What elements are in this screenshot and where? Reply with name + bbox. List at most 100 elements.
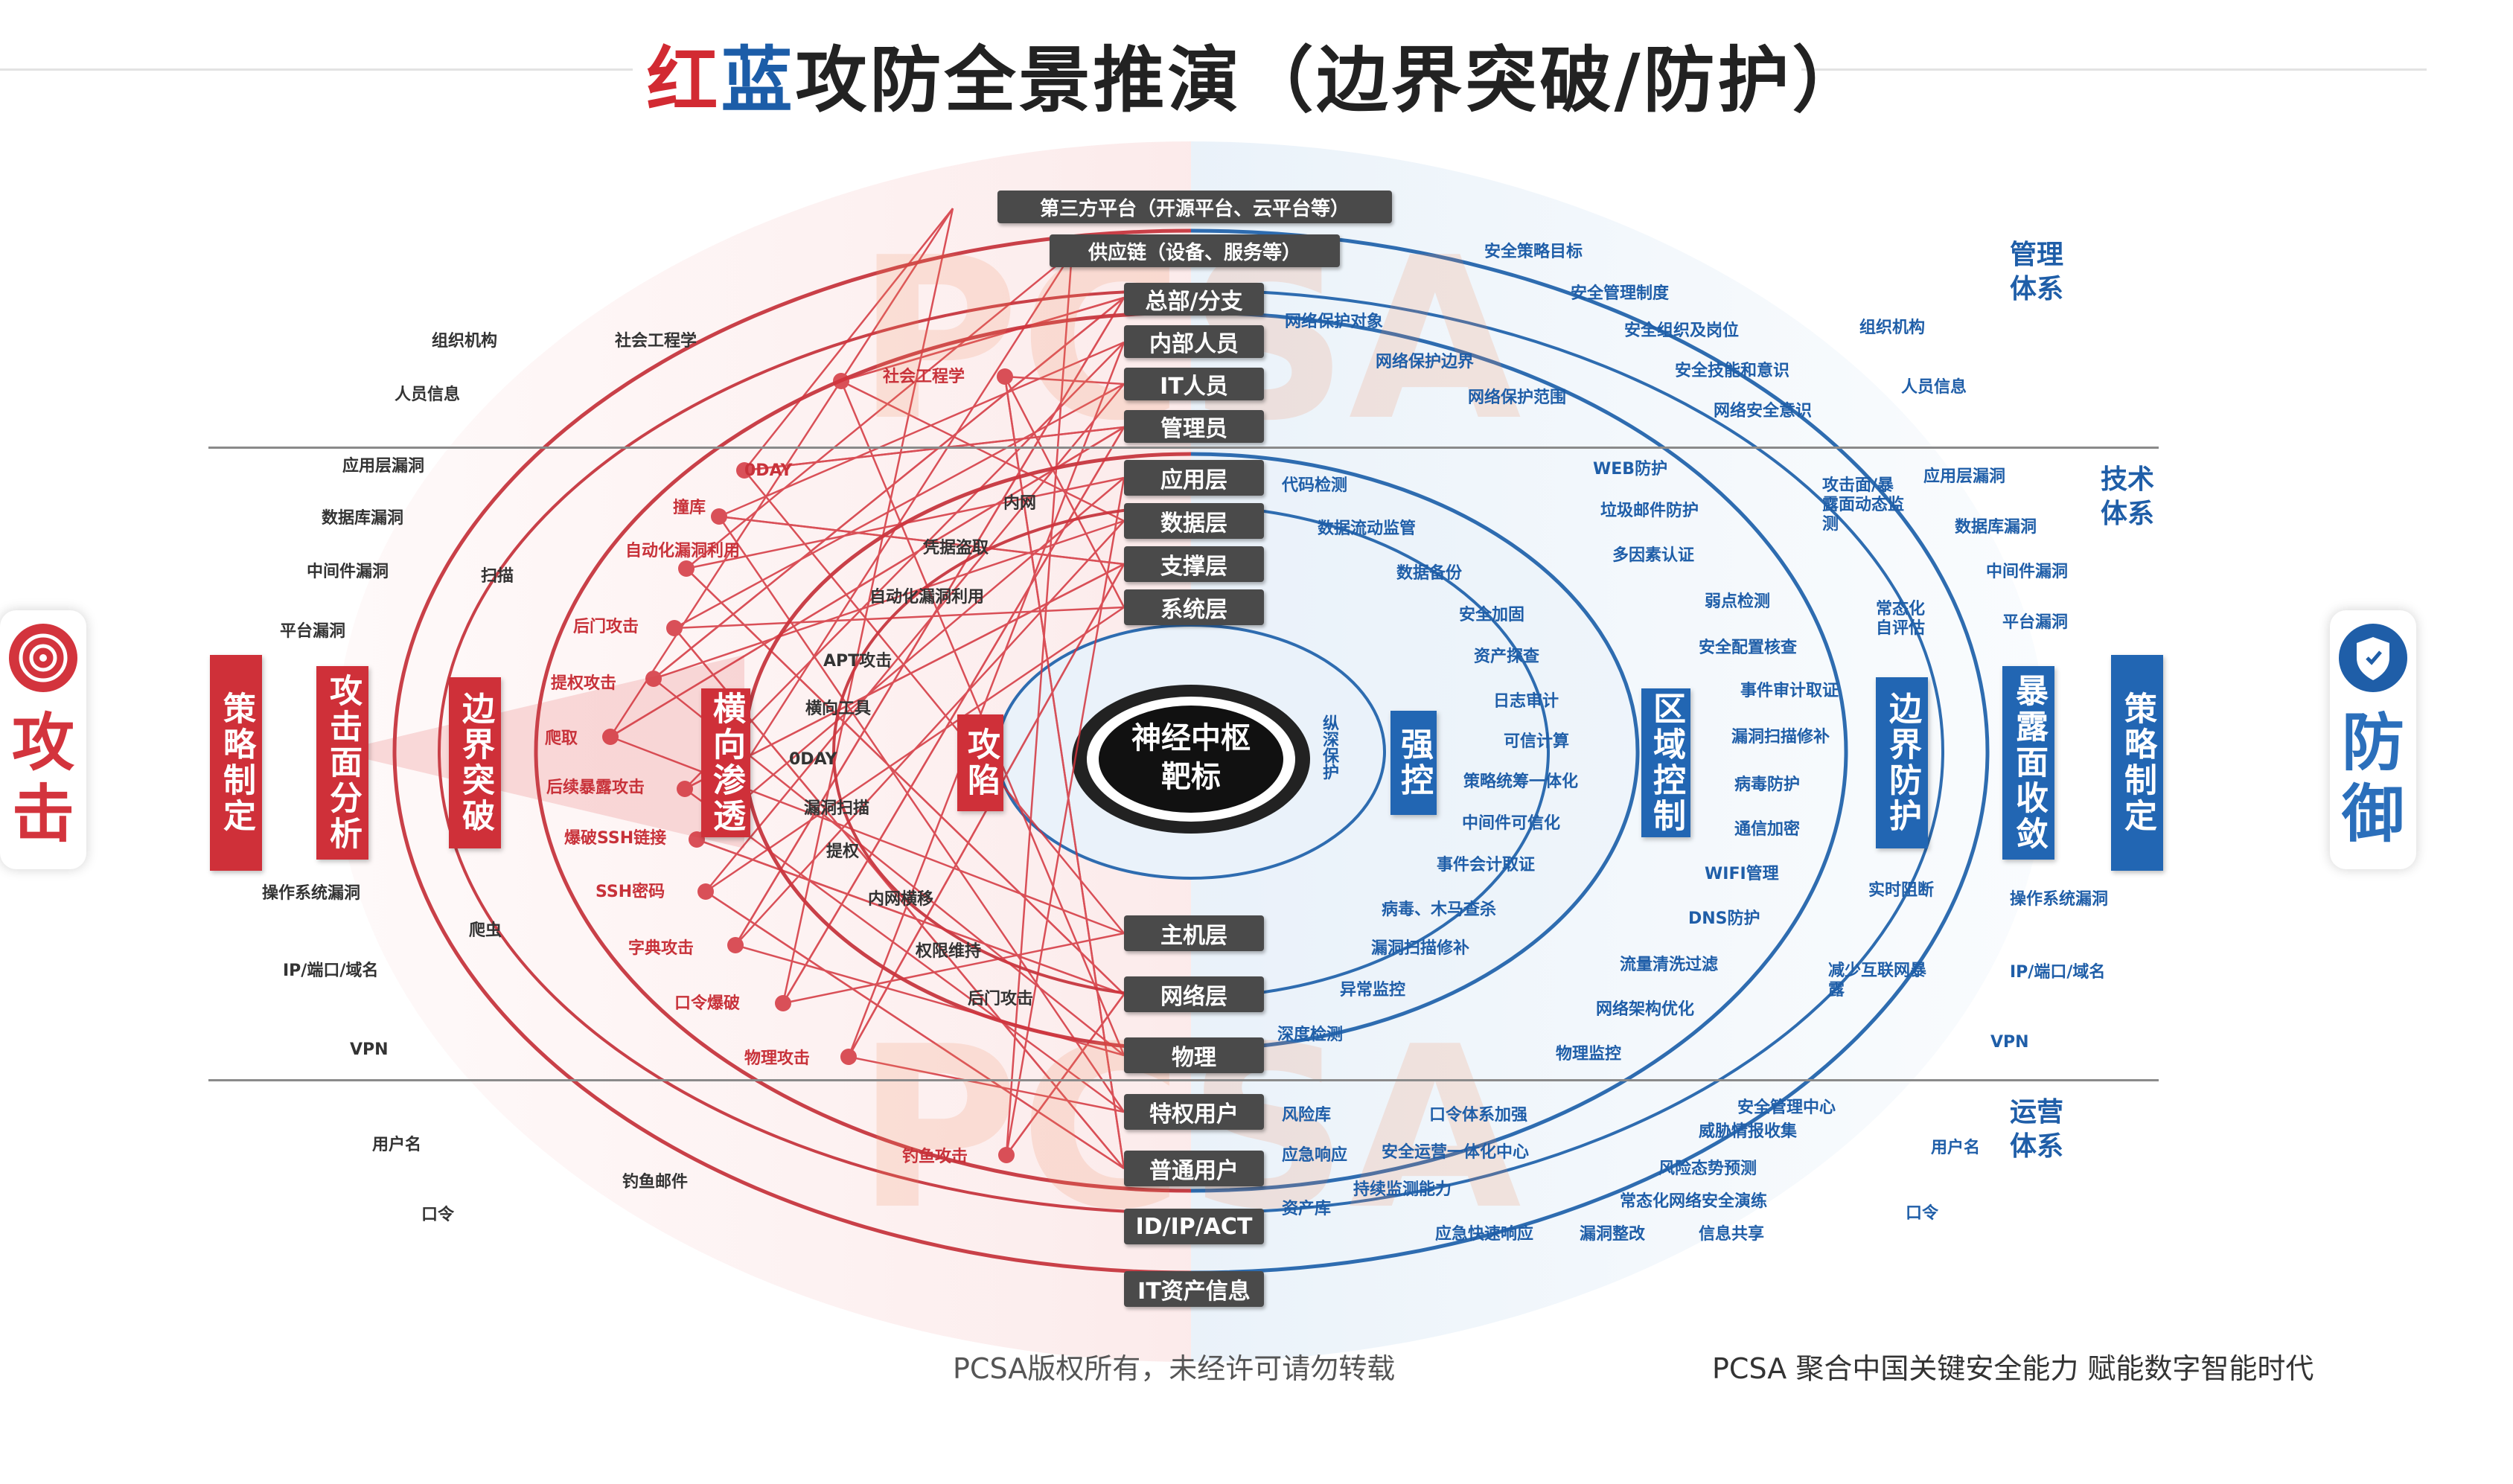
right-tech-4: 资产探查 xyxy=(1474,647,1540,666)
attack-source-dot-7 xyxy=(677,781,693,797)
outer-ring-right xyxy=(1191,228,1990,1275)
layer-privileged: 特权用户 xyxy=(1124,1094,1264,1130)
left-outer-5: 平台漏洞 xyxy=(280,622,346,641)
attack-method-13: 钓鱼攻击 xyxy=(902,1148,968,1166)
ring-4-left xyxy=(832,505,1191,999)
left-mid-0: 社会工程学 xyxy=(615,332,697,351)
bar-strategy-defense: 策略制定 xyxy=(2111,655,2163,871)
separator-top xyxy=(208,447,2159,449)
outer-ring-left xyxy=(392,228,1191,1275)
attack-method-8: 爆破SSH链接 xyxy=(564,829,667,848)
attack-line-27 xyxy=(610,426,1125,738)
right-ops-6: 漏洞整改 xyxy=(1580,1225,1646,1244)
defense-label: 防御 xyxy=(2341,706,2404,851)
inner-method-4: 0DAY xyxy=(789,750,837,769)
attack-lines xyxy=(602,208,1125,1170)
right-tech-1: 数据流动监管 xyxy=(1318,519,1417,538)
attack-method-10: 字典攻击 xyxy=(628,939,694,958)
attack-line-39 xyxy=(705,890,1125,1170)
left-mid-2: 爬虫 xyxy=(469,921,502,940)
attack-line-6 xyxy=(744,208,954,471)
bar-attack-surface: 攻击面分析 xyxy=(316,666,368,860)
ring-2-right xyxy=(1191,310,1848,1193)
attack-line-43 xyxy=(734,297,1125,946)
right-outer-3: 数据库漏洞 xyxy=(1955,518,2037,537)
left-mid-3: 钓鱼邮件 xyxy=(622,1173,689,1192)
right-ops-12: 资产库 xyxy=(1282,1200,1332,1218)
ring-2-left xyxy=(534,310,1191,1193)
attack-source-dot-3 xyxy=(678,560,694,577)
attack-source-dot-5 xyxy=(645,671,662,687)
attack-method-0: 社会工程学 xyxy=(883,368,965,386)
title-red: 红 xyxy=(646,39,721,122)
ring-mid-left xyxy=(438,289,1191,1215)
left-outer-6: 操作系统漏洞 xyxy=(262,884,361,903)
layer-support: 支撑层 xyxy=(1124,546,1264,582)
layer-host: 主机层 xyxy=(1124,915,1264,951)
inner-method-10: 自动化漏洞利用 xyxy=(869,588,985,607)
right-mid-3: 减少互联网暴露 xyxy=(1828,962,1927,1000)
left-outer-7: IP/端口/域名 xyxy=(283,962,379,980)
bar-zone-control: 区域控制 xyxy=(1641,688,1690,837)
attack-line-14 xyxy=(686,476,1125,570)
inner-method-8: 权限维持 xyxy=(916,942,982,961)
core-label: 神经中枢 靶标 xyxy=(1102,719,1280,796)
layer-admin: 管理员 xyxy=(1124,410,1264,443)
attack-line-35 xyxy=(696,838,1125,996)
left-outer-2: 应用层漏洞 xyxy=(342,457,425,476)
attack-line-17 xyxy=(674,383,1125,630)
footer-slogan: PCSA 聚合中国关键安全能力 赋能数字智能时代 xyxy=(1712,1352,2314,1385)
core-inner xyxy=(1099,706,1283,813)
attack-method-2: 撞库 xyxy=(673,499,706,517)
inner-method-6: 提权 xyxy=(826,842,860,861)
attack-source-dot-9 xyxy=(697,883,714,900)
right-outer-8: VPN xyxy=(1990,1033,2029,1052)
attack-label: 攻击 xyxy=(11,706,74,851)
footer-copyright: PCSA版权所有，未经许可请勿转载 xyxy=(953,1352,1396,1385)
bar-exposure: 暴露面收敛 xyxy=(2002,666,2054,860)
ring-4-right xyxy=(1191,505,1550,999)
page-title: 红蓝攻防全景推演（边界突破/防护） xyxy=(0,22,2513,126)
right-tech-8: 中间件可信化 xyxy=(1462,814,1561,833)
left-outer-10: 口令 xyxy=(421,1206,455,1224)
attack-method-7: 后续暴露攻击 xyxy=(546,778,645,797)
right-outer-4: 中间件漏洞 xyxy=(1986,563,2069,581)
attack-line-55 xyxy=(1005,994,1125,1156)
title-line-right xyxy=(1801,68,2427,71)
right-outer-1: 人员信息 xyxy=(1901,378,1967,397)
right-tech-3: 安全加固 xyxy=(1459,606,1525,624)
attack-line-37 xyxy=(705,383,1125,892)
right-tech-19: 事件审计取证 xyxy=(1740,682,1839,700)
right-tech-17: 弱点检测 xyxy=(1705,592,1771,611)
right-tech-10: 病毒、木马查杀 xyxy=(1382,901,1497,919)
bar-lateral: 横向渗透 xyxy=(701,688,750,837)
attack-line-29 xyxy=(684,787,1125,1113)
attack-method-11: 口令爆破 xyxy=(674,994,741,1013)
layer-id-ip-act: ID/IP/ACT xyxy=(1124,1209,1264,1244)
right-ops-3: 常态化网络安全演练 xyxy=(1620,1192,1768,1211)
ring-mid-right xyxy=(1191,289,1944,1215)
right-mid-1: 常态化自评估 xyxy=(1876,600,1926,638)
attack-source-dot-8 xyxy=(689,831,705,848)
right-tech-11: 漏洞扫描修补 xyxy=(1371,939,1470,958)
right-outer-10: 口令 xyxy=(1906,1204,1939,1223)
attack-line-5 xyxy=(744,470,1125,934)
layer-it-assets: IT资产信息 xyxy=(1124,1271,1264,1307)
inner-method-3: 横向工具 xyxy=(805,700,872,718)
attack-source-dot-1 xyxy=(736,462,753,479)
attack-method-6: 爬取 xyxy=(545,729,578,748)
right-ops-2: 风险态势预测 xyxy=(1658,1160,1757,1178)
attack-line-26 xyxy=(609,208,954,738)
attack-line-58 xyxy=(1003,376,1125,608)
right-tech-14: WEB防护 xyxy=(1593,460,1668,479)
right-tech-26: 网络架构优化 xyxy=(1596,1000,1695,1019)
attack-line-34 xyxy=(696,477,1125,840)
attack-line-3 xyxy=(840,296,1125,383)
core-line1: 神经中枢 xyxy=(1131,721,1251,755)
attack-source-dot-12 xyxy=(840,1049,857,1065)
right-mgmt-2: 安全组织及岗位 xyxy=(1624,322,1740,340)
shield-icon xyxy=(2339,624,2407,692)
attack-line-9 xyxy=(718,516,1125,1113)
depth-protection: 纵深保护 xyxy=(1320,714,1338,780)
